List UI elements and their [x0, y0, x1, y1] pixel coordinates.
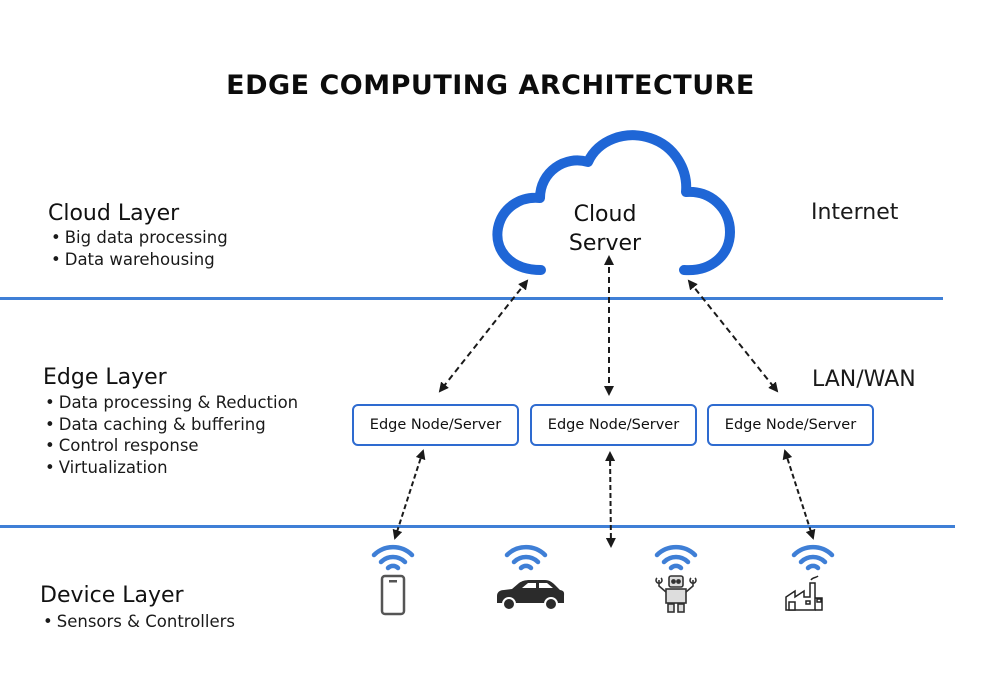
cloud-server-label: Cloud Server: [530, 200, 680, 258]
bullet-item: Data processing & Reduction: [45, 392, 298, 414]
factory-icon: [785, 575, 823, 611]
edge-node-3[interactable]: Edge Node/Server: [707, 404, 874, 446]
device-layer-bullets: Sensors & Controllers: [43, 611, 235, 633]
wifi-icon-3: [654, 544, 698, 571]
device-layer-title: Device Layer: [40, 583, 184, 608]
bullet-item: Data caching & buffering: [45, 414, 298, 436]
bullet-item: Sensors & Controllers: [43, 611, 235, 633]
wifi-icon-1: [371, 544, 415, 571]
edge-node-1[interactable]: Edge Node/Server: [352, 404, 519, 446]
cloud-layer-section: Cloud Layer Big data processing Data war…: [48, 201, 228, 270]
bullet-item: Control response: [45, 435, 298, 457]
edge-layer-bullets: Data processing & Reduction Data caching…: [45, 392, 298, 478]
cloud-layer-bullets: Big data processing Data warehousing: [51, 227, 228, 270]
robot-icon: [655, 575, 697, 613]
internet-label: Internet: [811, 200, 899, 225]
edge-node-label: Edge Node/Server: [369, 417, 502, 433]
edge-device-divider: [0, 525, 955, 528]
edge-node-2[interactable]: Edge Node/Server: [530, 404, 697, 446]
bullet-item: Virtualization: [45, 457, 298, 479]
edge-layer-section: Edge Layer Data processing & Reduction D…: [43, 365, 298, 478]
bullet-item: Big data processing: [51, 227, 228, 249]
device-layer-section: Device Layer Sensors & Controllers: [40, 583, 235, 633]
arrow-cloud-edge-1: [438, 279, 529, 393]
smartphone-icon: [380, 574, 406, 616]
car-icon: [497, 580, 565, 611]
lan-wan-label: LAN/WAN: [812, 367, 916, 392]
cloud-label-line2: Server: [568, 231, 642, 256]
edge-node-label: Edge Node/Server: [547, 417, 680, 433]
wifi-icon-2: [504, 544, 548, 571]
edge-node-label: Edge Node/Server: [724, 417, 857, 433]
arrow-edge-device-1: [392, 449, 426, 540]
cloud-layer-title: Cloud Layer: [48, 201, 180, 226]
wifi-icon-4: [791, 544, 835, 571]
arrow-edge-device-3: [782, 449, 816, 540]
bullet-item: Data warehousing: [51, 249, 228, 271]
arrow-cloud-edge-3: [687, 279, 779, 393]
arrow-edge-device-2: [605, 451, 616, 548]
edge-layer-title: Edge Layer: [43, 365, 167, 390]
cloud-icon: [492, 130, 735, 276]
cloud-label-line1: Cloud: [573, 202, 637, 227]
diagram-title: EDGE COMPUTING ARCHITECTURE: [226, 70, 755, 101]
